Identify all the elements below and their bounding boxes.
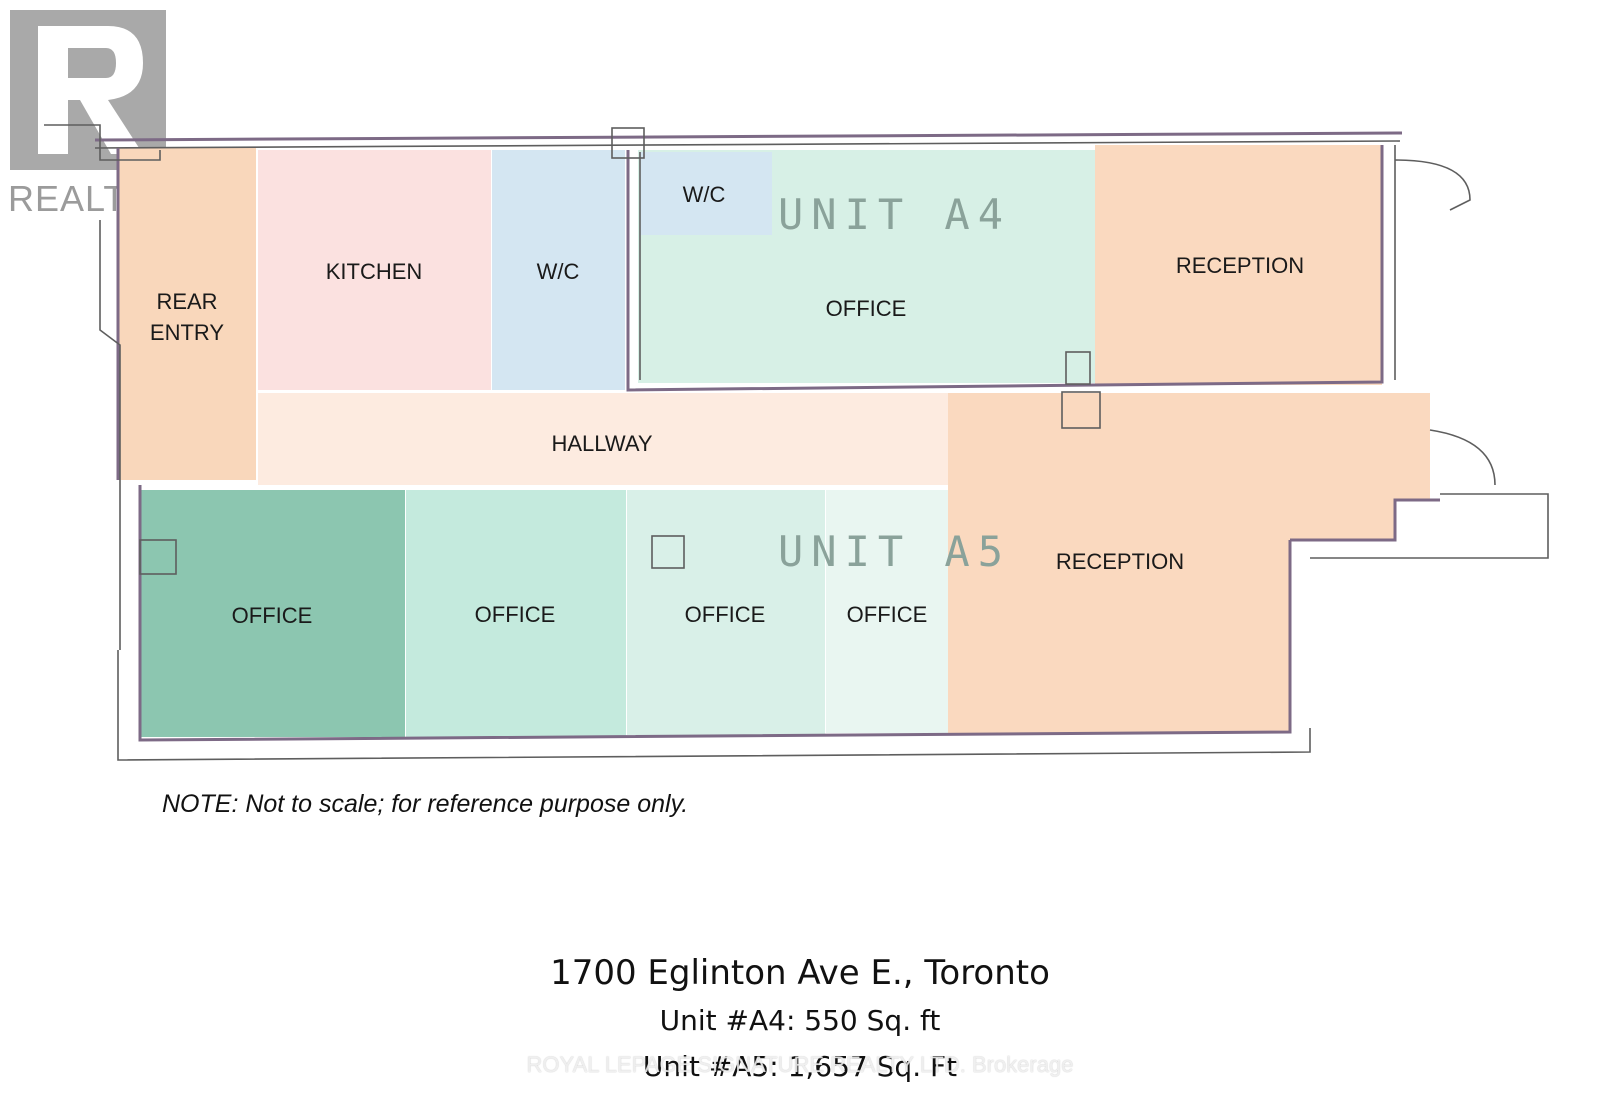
room-office-3 — [627, 490, 825, 735]
room-label-office-1: OFFICE — [232, 603, 313, 628]
room-label-office-3: OFFICE — [685, 602, 766, 627]
unit-a5-area: Unit #A5: 1,657 Sq. Ft — [642, 1050, 958, 1083]
room-office-1 — [140, 490, 405, 737]
room-label-wc-2: W/C — [683, 182, 726, 207]
floor-plan: UNIT A4 UNIT A5 REAR ENTRY KITCHEN W/C W… — [44, 124, 1549, 761]
room-label-wc-1: W/C — [537, 259, 580, 284]
room-rear-entry — [118, 148, 256, 480]
brokerage-watermark: ROYAL LEPAGE SIGNATURE REALTY LTD. Broke… — [526, 1052, 1074, 1077]
room-office-2 — [406, 490, 626, 737]
room-hallway — [258, 393, 948, 485]
address-title: 1700 Eglinton Ave E., Toronto — [550, 953, 1050, 993]
unit-a4-area: Unit #A4: 550 Sq. ft — [659, 1004, 941, 1037]
realtor-r-icon — [10, 10, 166, 170]
walls — [44, 124, 1549, 761]
unit-a4-label: UNIT A4 — [778, 190, 1011, 239]
room-label-rear-entry-line2: ENTRY — [150, 320, 224, 345]
room-wc-2 — [640, 152, 772, 235]
room-label-rear-entry-line1: REAR — [156, 289, 217, 314]
room-office-4 — [826, 490, 948, 733]
room-label-office-a4: OFFICE — [826, 296, 907, 321]
room-label-reception-a5: RECEPTION — [1056, 549, 1184, 574]
room-label-kitchen: KITCHEN — [326, 259, 423, 284]
room-reception-a4 — [1095, 145, 1382, 385]
unit-a5-label: UNIT A5 — [778, 527, 1011, 576]
room-label-reception-a4: RECEPTION — [1176, 253, 1304, 278]
scale-note: NOTE: Not to scale; for reference purpos… — [162, 790, 689, 818]
room-kitchen — [258, 150, 491, 390]
room-wc-1 — [492, 150, 625, 390]
room-label-hallway: HALLWAY — [551, 431, 652, 456]
room-label-office-4: OFFICE — [847, 602, 928, 627]
realtor-logo — [8, 8, 188, 223]
room-reception-a5 — [948, 393, 1430, 733]
room-label-office-2: OFFICE — [475, 602, 556, 627]
